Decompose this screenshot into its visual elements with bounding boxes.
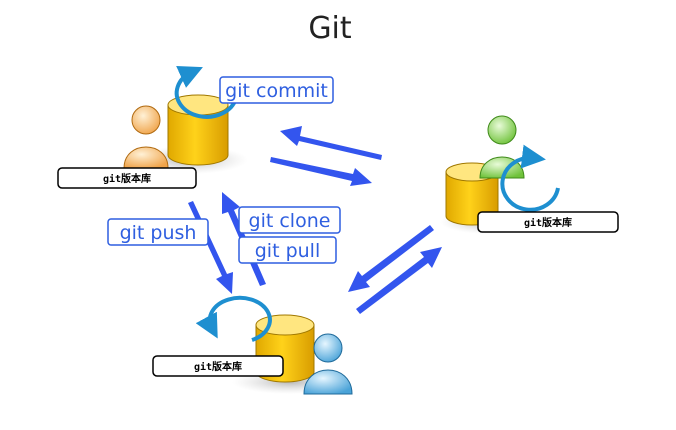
- repo-label-bottom: git版本库: [152, 355, 284, 377]
- diagram-title: Git: [308, 11, 352, 46]
- svg-text:git push: git push: [120, 222, 197, 244]
- arrow-topleft-to-right: [270, 157, 372, 186]
- arrow-topleft-to-bottom: [188, 201, 233, 294]
- svg-text:git clone: git clone: [249, 210, 331, 232]
- repo-label-right: git版本库: [477, 211, 619, 233]
- repo-label-top-left: git版本库: [57, 167, 197, 189]
- arrow-bottom-to-right: [356, 247, 442, 314]
- svg-text:git版本库: git版本库: [524, 216, 572, 229]
- commit-cycle-icon: [195, 295, 272, 342]
- command-label-clone: git clone: [238, 206, 341, 234]
- commit-cycle-icon: [500, 144, 560, 212]
- repo-bottom: git版本库: [152, 295, 353, 395]
- person-green-icon: [479, 115, 525, 179]
- command-label-pull: git pull: [238, 236, 337, 264]
- arrow-right-to-topleft: [280, 126, 382, 160]
- person-orange-icon: [123, 105, 169, 169]
- svg-text:git commit: git commit: [225, 80, 328, 102]
- repo-top-left: git版本库: [57, 66, 248, 189]
- command-label-push: git push: [107, 218, 209, 246]
- arrow-right-to-bottom: [348, 225, 434, 292]
- command-label-commit: git commit: [219, 76, 334, 104]
- svg-text:git版本库: git版本库: [194, 360, 242, 373]
- svg-text:git版本库: git版本库: [103, 172, 151, 185]
- person-blue-icon: [303, 333, 353, 395]
- repo-right: git版本库: [440, 115, 619, 234]
- database-cylinder-icon: [167, 94, 229, 166]
- svg-text:git pull: git pull: [255, 240, 321, 262]
